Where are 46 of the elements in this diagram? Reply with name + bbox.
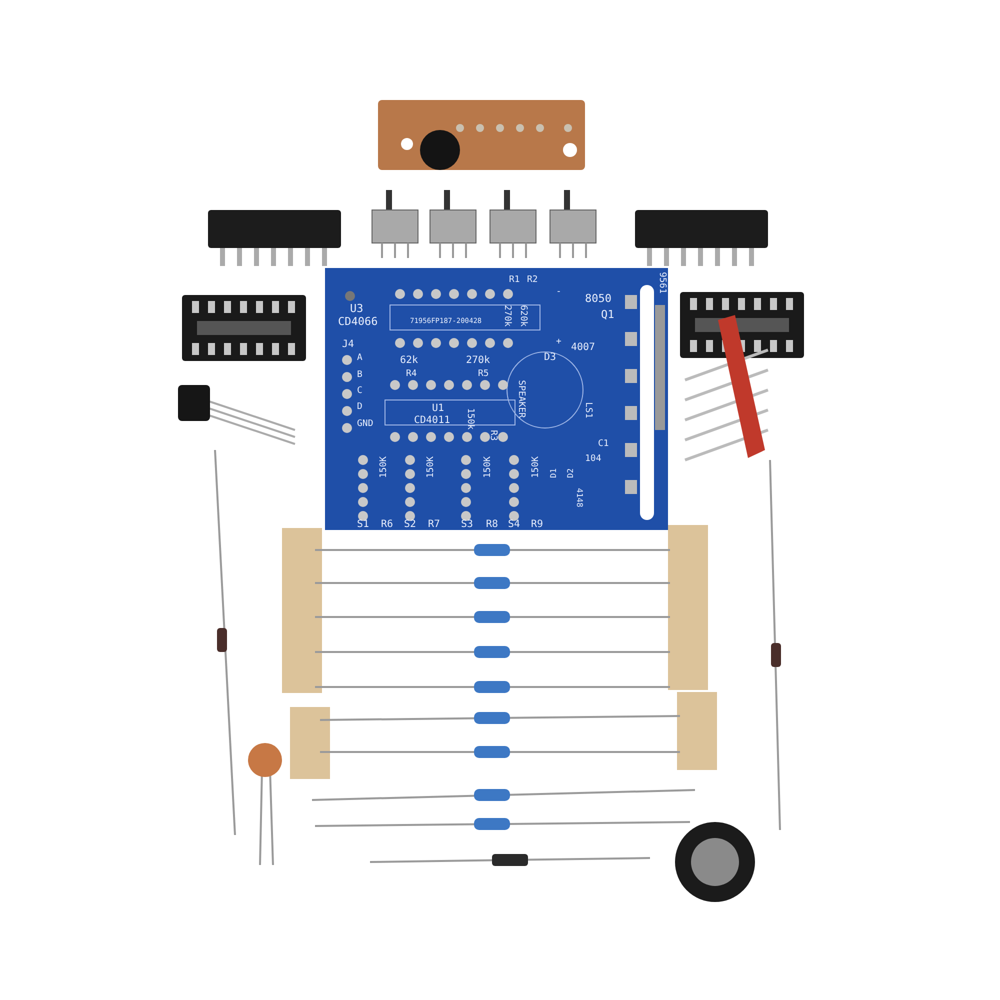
silkscreen-label: 150k [465, 408, 474, 430]
silkscreen-label: - [556, 288, 562, 297]
silkscreen-label: R1 [509, 276, 520, 285]
silkscreen-label: 620k [518, 305, 527, 327]
silkscreen-label: 150K [380, 456, 389, 478]
silkscreen-label: S4 [508, 520, 520, 530]
silkscreen-label: R4 [406, 370, 417, 379]
silkscreen-label: 4007 [571, 343, 596, 353]
silkscreen-label: S2 [404, 520, 416, 530]
silkscreen-label: B [357, 371, 362, 380]
silkscreen-label: R6 [381, 520, 394, 530]
silkscreen-label: 150K [484, 456, 493, 478]
silkscreen-label: R7 [428, 520, 440, 530]
silkscreen-label: 150K [532, 456, 541, 478]
silkscreen-label: C [357, 387, 362, 396]
silkscreen-label: 62k [400, 356, 418, 366]
silkscreen-label: LS1 [583, 402, 592, 418]
silkscreen-label: + [556, 338, 562, 347]
silkscreen-label: R8 [486, 520, 498, 530]
silkscreen-label: J4 [342, 340, 354, 350]
silkscreen-label: 4148 [575, 488, 583, 508]
silkscreen-label: CD4011 [414, 416, 450, 426]
silkscreen-label: 150K [427, 456, 436, 478]
silkscreen-label: U3 [350, 303, 364, 314]
silkscreen-label: S1 [357, 520, 370, 530]
silkscreen-label: Q1 [601, 309, 614, 320]
silkscreen-label: 270k [466, 356, 490, 366]
silkscreen-label: S3 [461, 520, 474, 530]
silkscreen-label: 270k [502, 305, 511, 327]
silkscreen-label: D2 [567, 468, 575, 478]
silkscreen-label: 8050 [585, 293, 612, 304]
silkscreen-label: R3 [488, 430, 497, 441]
silkscreen-label: R2 [527, 276, 538, 285]
silkscreen-label: C1 [598, 440, 609, 449]
silkscreen-label: GND [357, 420, 374, 429]
silkscreen-label: D [357, 403, 362, 412]
silkscreen-label: R9 [531, 520, 544, 530]
silkscreen-label: A [357, 354, 362, 363]
silkscreen-label: CD4066 [338, 316, 378, 327]
silkscreen-label: D1 [550, 468, 558, 478]
silkscreen-label: U1 [432, 404, 444, 414]
silkscreen-label: D3 [544, 353, 556, 363]
silkscreen-label: R5 [478, 370, 489, 379]
silkscreen-label: 9561 [657, 272, 666, 294]
silkscreen-label: 104 [585, 455, 602, 464]
silkscreen-label: SPEAKER [516, 380, 525, 418]
